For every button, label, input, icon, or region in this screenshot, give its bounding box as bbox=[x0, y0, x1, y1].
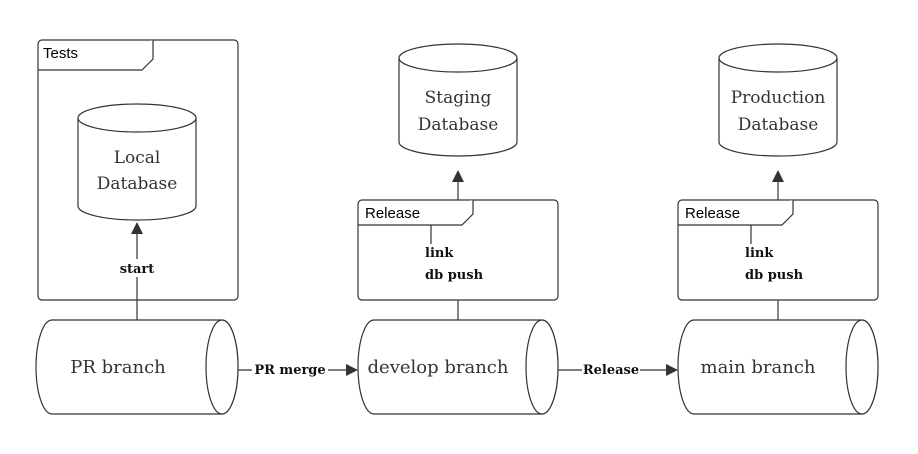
staging-cmd-link: link bbox=[425, 246, 454, 261]
release-to-production-arrowhead bbox=[772, 170, 784, 182]
develop-branch: develop branch bbox=[357, 319, 559, 415]
develop-branch-label: develop branch bbox=[368, 357, 509, 378]
main-branch-end bbox=[845, 319, 879, 415]
production-cmd-link: link bbox=[745, 246, 774, 261]
release-production-frame-title: Release bbox=[685, 205, 740, 222]
staging-database: Staging Database bbox=[398, 43, 518, 157]
start-label: start bbox=[120, 262, 155, 277]
pr-merge-connector-arrowhead bbox=[346, 364, 358, 376]
release-staging-frame: Release bbox=[357, 199, 559, 301]
release-staging-frame-tab bbox=[358, 200, 474, 226]
production-connector: link db push bbox=[745, 170, 804, 320]
start-label-bg bbox=[116, 259, 158, 277]
release-label: Release bbox=[583, 363, 639, 378]
local-database-body bbox=[77, 118, 197, 221]
release-connector: Release bbox=[558, 361, 678, 379]
tests-frame-tab bbox=[38, 40, 154, 71]
production-database-body bbox=[718, 58, 838, 157]
local-database-label-line1: Local bbox=[114, 148, 161, 168]
staging-cmd-db-push: db push bbox=[425, 268, 484, 283]
pr-merge-connector: PR merge bbox=[238, 361, 358, 379]
staging-database-label-line2: Database bbox=[418, 115, 499, 135]
pr-branch-label: PR branch bbox=[70, 357, 166, 378]
release-production-frame-tab bbox=[678, 200, 794, 226]
production-database-top bbox=[718, 43, 838, 73]
local-database-top bbox=[77, 103, 197, 133]
staging-database-body bbox=[398, 58, 518, 157]
production-cmd-db-push: db push bbox=[745, 268, 804, 283]
staging-database-label-line1: Staging bbox=[425, 88, 492, 108]
release-to-staging-arrowhead bbox=[452, 170, 464, 182]
pr-branch-end bbox=[205, 319, 239, 415]
start-connector: start bbox=[116, 222, 158, 320]
release-label-bg bbox=[582, 361, 640, 379]
production-database-label-line1: Production bbox=[731, 88, 826, 108]
tests-frame-title: Tests bbox=[43, 45, 78, 62]
release-connector-arrowhead bbox=[666, 364, 678, 376]
local-database: Local Database bbox=[77, 103, 197, 221]
pr-merge-label: PR merge bbox=[254, 363, 325, 378]
local-database-label-line2: Database bbox=[97, 174, 178, 194]
main-branch: main branch bbox=[677, 319, 879, 415]
staging-database-top bbox=[398, 43, 518, 73]
release-production-frame: Release bbox=[677, 199, 879, 301]
pr-merge-label-bg bbox=[252, 361, 328, 379]
staging-connector: link db push bbox=[425, 170, 484, 320]
develop-branch-end bbox=[525, 319, 559, 415]
main-branch-label: main branch bbox=[701, 357, 816, 378]
production-database-label-line2: Database bbox=[738, 115, 819, 135]
pr-branch: PR branch bbox=[35, 319, 239, 415]
production-database: Production Database bbox=[718, 43, 838, 157]
start-connector-arrowhead bbox=[131, 222, 143, 234]
release-staging-frame-title: Release bbox=[365, 205, 420, 222]
